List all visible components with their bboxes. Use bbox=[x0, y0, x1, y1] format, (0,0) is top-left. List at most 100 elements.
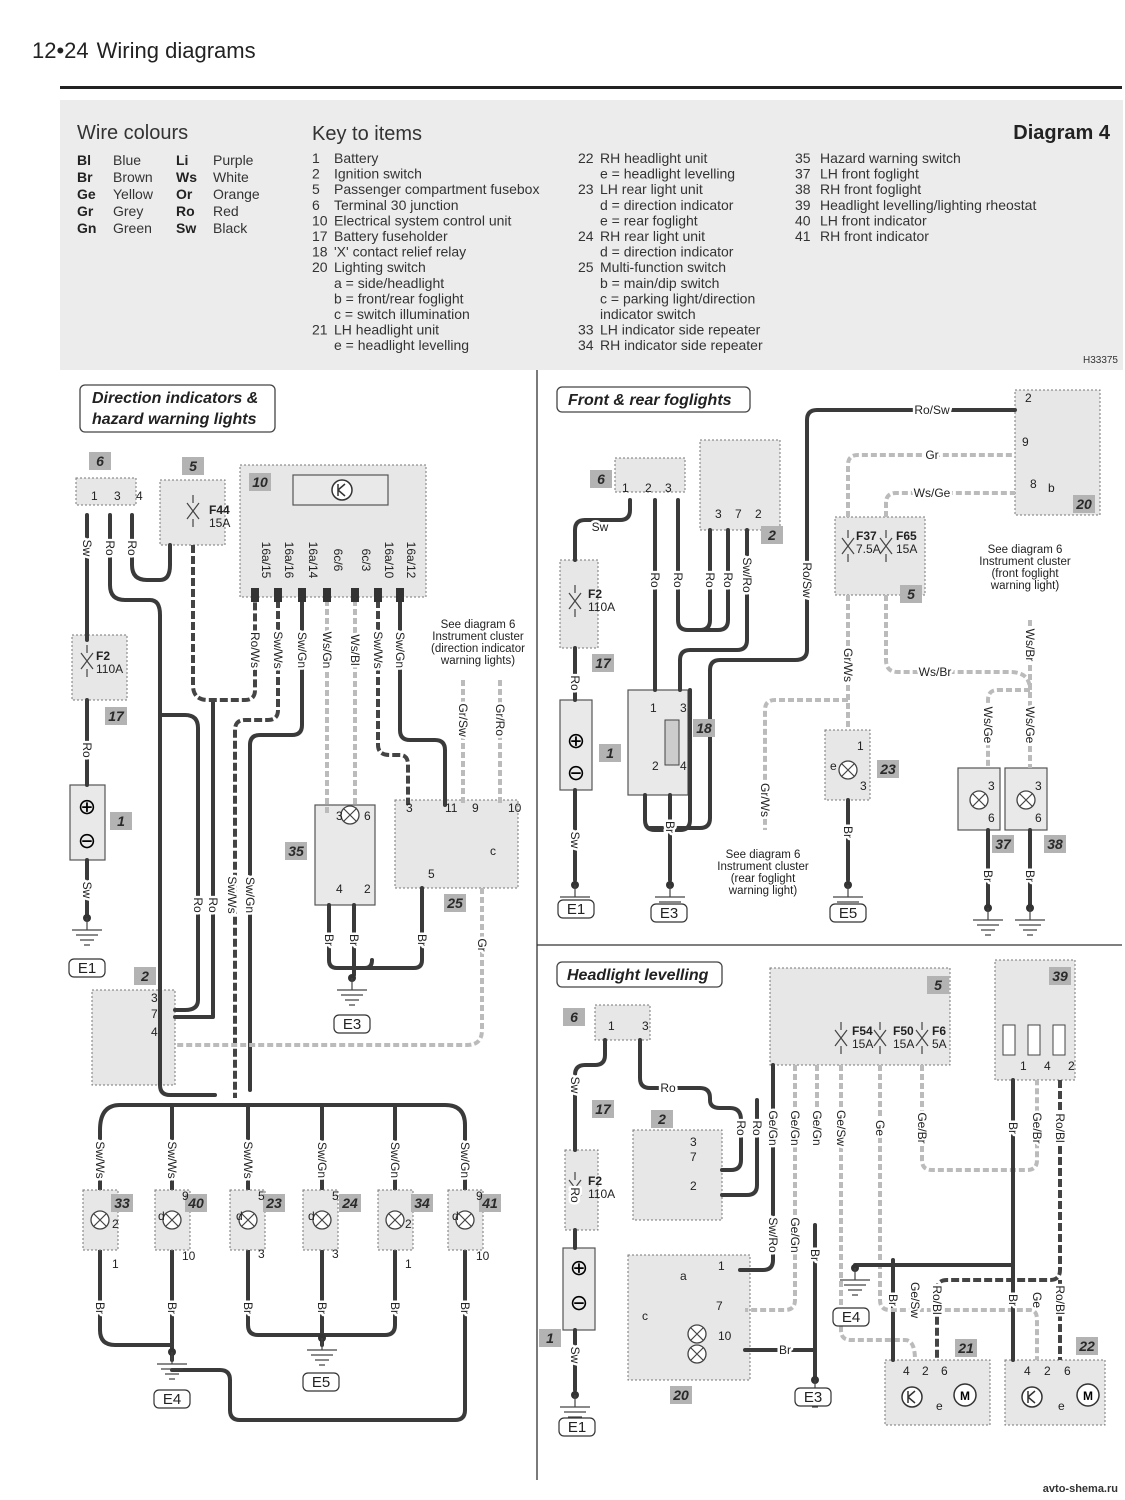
fuse-rating: F2 bbox=[588, 1174, 602, 1188]
wire-sw-ro bbox=[678, 528, 749, 692]
terminal-number: 16a/15 bbox=[259, 542, 273, 579]
terminal-number: 2 bbox=[405, 1217, 412, 1231]
key-item-text: e = rear foglight bbox=[600, 212, 698, 228]
terminal-number: 3 bbox=[988, 779, 995, 793]
terminal-number: 1 bbox=[112, 1257, 119, 1271]
wire-colour-label: Ro/Bl bbox=[930, 1285, 944, 1314]
connector bbox=[251, 588, 259, 602]
component-number: 6 bbox=[570, 1009, 578, 1025]
component-number: 24 bbox=[341, 1195, 358, 1211]
reference-code: H33375 bbox=[1083, 355, 1118, 366]
wire-colour-label: Sw/Ro bbox=[740, 557, 754, 593]
cross-reference-note: (front foglight bbox=[991, 568, 1059, 580]
section-title: Direction indicators & bbox=[92, 390, 258, 407]
wire-colour-label: Sw/Gn bbox=[388, 1142, 402, 1178]
fuse-rating: F54 bbox=[852, 1024, 873, 1038]
terminal-number: 1 bbox=[1020, 1059, 1027, 1073]
terminal-number: d bbox=[158, 1209, 165, 1223]
fuse-icon bbox=[873, 1022, 887, 1054]
fuse-icon bbox=[80, 645, 94, 677]
terminal-number: 4 bbox=[136, 489, 143, 503]
wire-gr-ws bbox=[763, 595, 850, 830]
wire-colour-label: Sw/Gn bbox=[243, 877, 257, 913]
terminal-number: 16a/14 bbox=[306, 542, 320, 579]
wire-sw-ws bbox=[376, 600, 410, 805]
wire-colour-label: Ro/Ws bbox=[248, 632, 262, 668]
key-item-text: LH rear light unit bbox=[600, 181, 703, 197]
key-item-text: Battery fuseholder bbox=[334, 228, 448, 244]
connector bbox=[323, 588, 331, 602]
motor-icon-glyph: M bbox=[1083, 1389, 1093, 1403]
key-item-number: 25 bbox=[578, 259, 594, 275]
component-tag bbox=[1044, 835, 1066, 853]
wire-colour-label: Ro/Bl bbox=[1053, 1113, 1067, 1142]
cross-reference-note: (direction indicator bbox=[431, 643, 525, 655]
terminal-number: 2 bbox=[112, 1217, 119, 1231]
terminal-number: 1 bbox=[650, 701, 657, 715]
terminal-number: 2 bbox=[922, 1364, 929, 1378]
component-tag bbox=[1073, 495, 1095, 513]
component-number: 6 bbox=[96, 453, 104, 469]
fuse-rating: 110A bbox=[588, 1187, 615, 1201]
wire-ro bbox=[130, 513, 172, 582]
wire-colour-label: Gr/Ws bbox=[758, 783, 772, 817]
component-number: 37 bbox=[995, 836, 1012, 852]
wire-colour-label: Gr/Ro bbox=[493, 704, 507, 736]
wire-ro bbox=[158, 698, 215, 1019]
lamp-cross bbox=[458, 1213, 472, 1227]
connector bbox=[351, 588, 359, 602]
lamp-cross bbox=[165, 1213, 179, 1227]
terminal-number: 6 bbox=[1035, 811, 1042, 825]
page-number: 12•24 bbox=[32, 38, 89, 63]
wire-colour-label: Ro/Bl bbox=[1053, 1285, 1067, 1314]
key-item-text: Headlight levelling/lighting rheostat bbox=[820, 197, 1036, 213]
wire-sw-gn bbox=[248, 598, 304, 1092]
terminal-number: 6c/6 bbox=[331, 549, 345, 572]
terminal-number: 10 bbox=[508, 801, 522, 815]
connector bbox=[274, 588, 282, 602]
earth-icon bbox=[560, 1395, 590, 1423]
component-tag bbox=[479, 1194, 501, 1212]
cross-reference-note: Instrument cluster bbox=[717, 861, 809, 873]
wire-colour-label: Ge/Br bbox=[1030, 1112, 1044, 1143]
resistor-icon bbox=[1027, 1024, 1041, 1056]
fuse-icon bbox=[834, 1022, 848, 1054]
wire-colour-label: Ge bbox=[873, 1120, 887, 1136]
key-item-text: Battery bbox=[334, 150, 378, 166]
terminal-number: 2 bbox=[645, 481, 652, 495]
fuse-rating: F6 bbox=[932, 1024, 946, 1038]
wire-colour-label: Br bbox=[93, 1302, 107, 1314]
earth-label-box bbox=[557, 899, 595, 919]
wire-colour-label: Sw/Ws bbox=[93, 1141, 107, 1178]
component-number: 39 bbox=[1052, 968, 1068, 984]
diagram-label: Diagram 4 bbox=[1013, 122, 1111, 144]
wire-ge bbox=[745, 1065, 917, 1361]
wire-colour-label: Sw bbox=[568, 832, 582, 849]
earth-label: E3 bbox=[660, 905, 678, 922]
wire-colour-code: Ro bbox=[176, 203, 195, 219]
terminal-30-junction bbox=[75, 477, 137, 506]
wire-colour-label: Gr/Sw bbox=[456, 703, 470, 737]
wire-colour-label: Ws/Gn bbox=[320, 632, 334, 669]
wire-ro-sw bbox=[648, 408, 1017, 830]
key-item-text: LH headlight unit bbox=[334, 322, 439, 338]
wire-colour-label: Ge/Sw bbox=[834, 1110, 848, 1146]
cross-reference-note: See diagram 6 bbox=[726, 849, 801, 861]
wire-colour-label: Ws/Ge bbox=[1023, 707, 1037, 744]
multifunction-switch-25 bbox=[394, 799, 519, 889]
wire-colour-label: Sw/Gn bbox=[458, 1142, 472, 1178]
terminal-number: 2 bbox=[690, 1179, 697, 1193]
component-tag bbox=[761, 526, 783, 544]
fuse-rating: 15A bbox=[209, 516, 230, 530]
key-item-number: 34 bbox=[578, 337, 594, 353]
component-tag bbox=[134, 967, 156, 985]
wire-sw bbox=[573, 498, 632, 882]
terminal-number: 7 bbox=[690, 1150, 697, 1164]
terminal-number: 2 bbox=[1068, 1059, 1075, 1073]
earth-label-box bbox=[650, 903, 688, 923]
section-title-box bbox=[556, 961, 723, 988]
key-item-text: Lighting switch bbox=[334, 259, 426, 275]
cross-reference-note: Instrument cluster bbox=[432, 631, 524, 643]
fuse-rating: F44 bbox=[209, 503, 230, 517]
